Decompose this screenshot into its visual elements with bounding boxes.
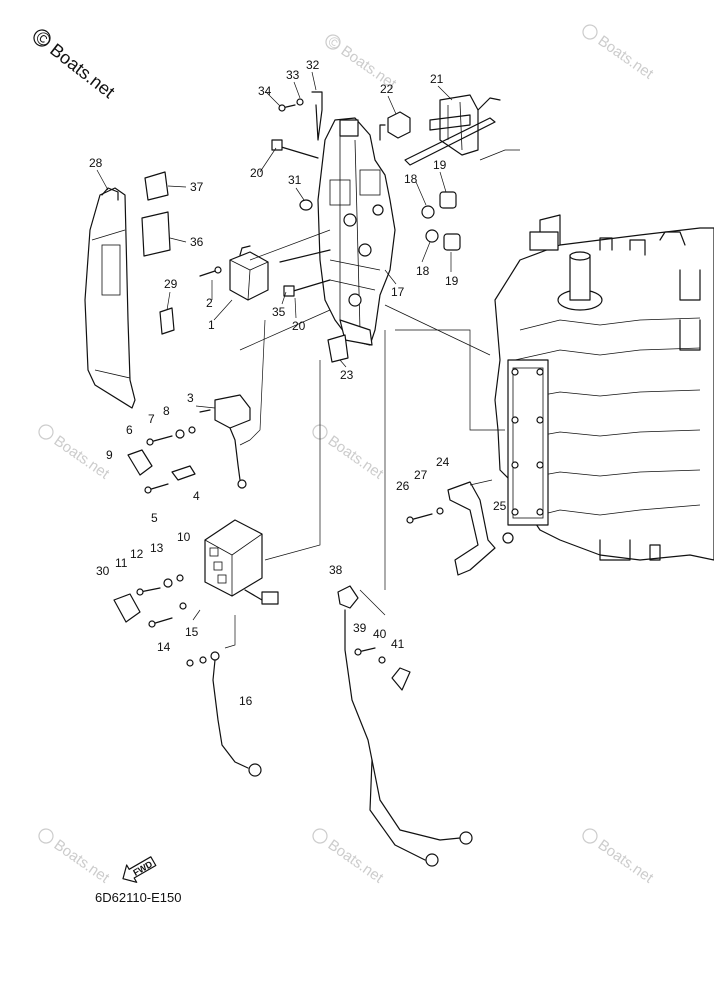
watermark-text: Boats.net: [325, 432, 387, 483]
holder-21: [404, 94, 501, 166]
watermark-text: Boats.net: [325, 836, 387, 887]
callout-20b: 20: [292, 319, 306, 333]
main-bracket: [317, 117, 396, 346]
callout-32: 32: [306, 58, 320, 72]
rectifier-10: [204, 519, 279, 605]
bolts: [271, 91, 331, 297]
callout-1: 1: [208, 318, 215, 332]
callout-19b: 19: [445, 274, 459, 288]
callout-16: 16: [239, 694, 253, 708]
bracket-24: [406, 481, 514, 576]
callout-27: 27: [414, 468, 428, 482]
callout-20a: 20: [250, 166, 264, 180]
callout-36: 36: [190, 235, 204, 249]
callout-21: 21: [430, 72, 444, 86]
cover-28: [84, 187, 136, 409]
callout-19a: 19: [433, 158, 447, 172]
callout-24: 24: [436, 455, 450, 469]
fasteners-11-15: [113, 574, 187, 628]
callout-3: 3: [187, 391, 194, 405]
watermark-text: Boats.net: [595, 32, 657, 83]
callouts: 1 2 3 4 5 6 7 8 9 10 11 12 13 14 15 16 1…: [89, 58, 507, 708]
brand-name: Boats.net: [46, 40, 118, 103]
watermark-symbol: ©: [325, 33, 344, 53]
fwd-arrow-icon: FWD: [122, 856, 157, 883]
callout-14: 14: [157, 640, 171, 654]
callout-39: 39: [353, 621, 367, 635]
callout-23: 23: [340, 368, 354, 382]
callout-35: 35: [272, 305, 286, 319]
callout-11: 11: [115, 556, 128, 570]
callout-18b: 18: [416, 264, 430, 278]
callout-18a: 18: [404, 172, 418, 186]
callout-leaders: [96, 71, 453, 409]
screw-2: [199, 266, 222, 277]
callout-40: 40: [373, 627, 387, 641]
callout-41: 41: [391, 637, 405, 651]
callout-4: 4: [193, 489, 200, 503]
callout-8: 8: [163, 404, 170, 418]
engine-block: [494, 214, 714, 561]
callout-37: 37: [190, 180, 204, 194]
callout-2: 2: [206, 296, 213, 310]
callout-22: 22: [380, 82, 394, 96]
clamp-4-screw-5: [144, 465, 196, 494]
reference-lines: [192, 149, 520, 649]
callout-9: 9: [106, 448, 113, 462]
callout-26: 26: [396, 479, 410, 493]
battery-cable-38: [337, 585, 473, 867]
watermark-text: Boats.net: [51, 836, 113, 887]
callout-13: 13: [150, 541, 164, 555]
fasteners-6-9: [127, 426, 196, 476]
callout-12: 12: [130, 547, 144, 561]
callout-29: 29: [164, 277, 178, 291]
pads-36-37: [141, 171, 171, 257]
ground-wire-16: [186, 651, 262, 777]
brand-logo: © Boats.net: [32, 27, 119, 103]
callout-33: 33: [286, 68, 300, 82]
callout-7: 7: [148, 412, 155, 426]
callout-5: 5: [151, 511, 158, 525]
callout-25: 25: [493, 499, 507, 513]
grommets-18-19: [421, 191, 461, 251]
callout-15: 15: [185, 625, 199, 639]
watermark-text: Boats.net: [595, 836, 657, 887]
callout-6: 6: [126, 423, 133, 437]
callout-17: 17: [391, 285, 405, 299]
relay-1: [229, 245, 269, 301]
watermark-text: Boats.net: [51, 432, 113, 483]
diagram-code: 6D62110-E150: [95, 890, 182, 905]
clip-22: [379, 111, 411, 141]
clip-29: [159, 307, 175, 335]
callout-28: 28: [89, 156, 103, 170]
callout-31: 31: [288, 173, 302, 187]
grommet-23: [327, 334, 349, 363]
callout-30: 30: [96, 564, 110, 578]
callout-10: 10: [177, 530, 191, 544]
sensor-3: [199, 394, 251, 489]
callout-38: 38: [329, 563, 343, 577]
